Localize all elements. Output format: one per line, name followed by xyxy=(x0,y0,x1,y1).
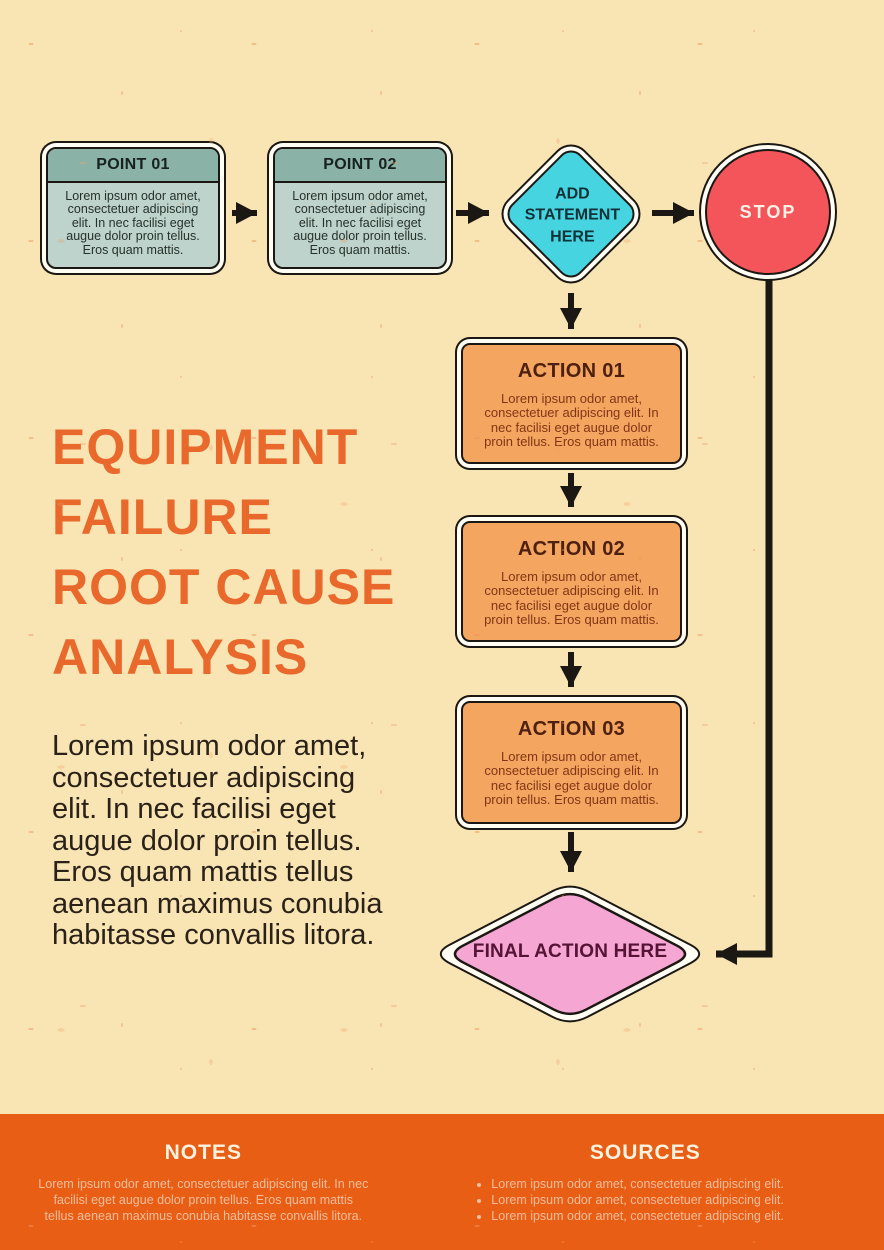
action-02-node: ACTION 02 Lorem ipsum odor amet, consect… xyxy=(461,521,682,642)
stop-node: STOP xyxy=(705,149,831,275)
source-item: Lorem ipsum odor amet, consectetuer adip… xyxy=(491,1192,821,1208)
sources-list: Lorem ipsum odor amet, consectetuer adip… xyxy=(469,1176,821,1224)
point-01-node: POINT 01 Lorem ipsum odor amet, consecte… xyxy=(46,147,220,269)
action-01-node: ACTION 01 Lorem ipsum odor amet, consect… xyxy=(461,343,682,464)
decision-label: ADD STATEMENT HERE xyxy=(524,185,621,245)
source-item: Lorem ipsum odor amet, consectetuer adip… xyxy=(491,1208,821,1224)
action-03-header: ACTION 03 xyxy=(517,718,626,740)
point-02-header: POINT 02 xyxy=(275,149,445,183)
final-action-label: FINAL ACTION HERE xyxy=(472,941,668,962)
decision-diamond-node: ADD STATEMENT HERE xyxy=(501,144,641,284)
action-02-body: Lorem ipsum odor amet, consectetuer adip… xyxy=(484,569,659,627)
footer: NOTES Lorem ipsum odor amet, consectetue… xyxy=(0,1114,884,1250)
sources-heading: SOURCES xyxy=(589,1141,701,1164)
sources-section: SOURCES Lorem ipsum odor amet, consectet… xyxy=(407,1114,884,1250)
action-03-body: Lorem ipsum odor amet, consectetuer adip… xyxy=(484,749,659,807)
notes-section: NOTES Lorem ipsum odor amet, consectetue… xyxy=(0,1114,407,1250)
page-title: EQUIPMENT FAILURE ROOT CAUSE ANALYSIS xyxy=(52,419,396,685)
action-01-header: ACTION 01 xyxy=(517,360,626,382)
action-01-body: Lorem ipsum odor amet, consectetuer adip… xyxy=(484,391,659,449)
source-item: Lorem ipsum odor amet, consectetuer adip… xyxy=(491,1176,821,1192)
point-02-body: Lorem ipsum odor amet, consectetuer adip… xyxy=(292,189,428,257)
notes-heading: NOTES xyxy=(164,1141,242,1164)
point-01-header: POINT 01 xyxy=(48,149,218,183)
notes-body: Lorem ipsum odor amet, consectetuer adip… xyxy=(38,1177,369,1223)
arrow-stop-to-final-icon xyxy=(716,280,773,965)
action-03-node: ACTION 03 Lorem ipsum odor amet, consect… xyxy=(461,701,682,824)
point-02-node: POINT 02 Lorem ipsum odor amet, consecte… xyxy=(273,147,447,269)
action-02-header: ACTION 02 xyxy=(517,538,626,560)
point-01-body: Lorem ipsum odor amet, consectetuer adip… xyxy=(65,189,201,257)
intro-paragraph: Lorem ipsum odor amet, consectetuer adip… xyxy=(52,730,383,951)
stop-label: STOP xyxy=(739,201,797,222)
